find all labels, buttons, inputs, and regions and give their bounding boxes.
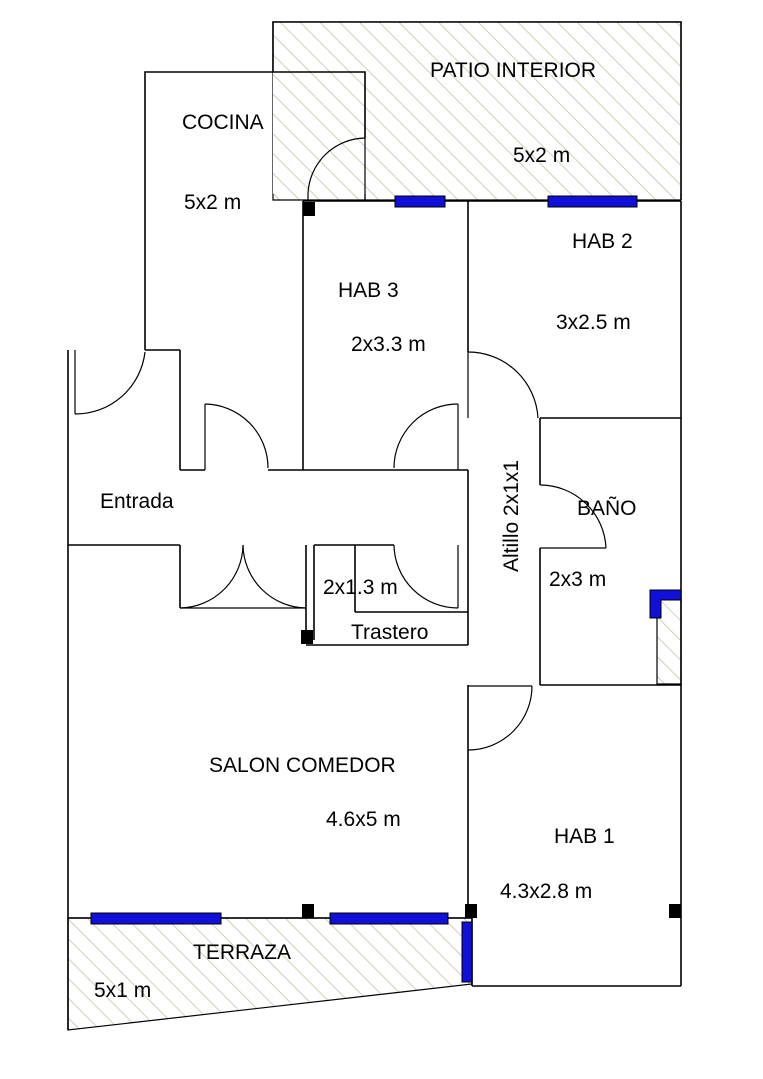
hab1-name-label: HAB 1 bbox=[554, 825, 615, 848]
salon-door-arc bbox=[179, 544, 244, 609]
terraza-size-label: 5x1 m bbox=[94, 979, 151, 1002]
trastero-name-label: Trastero bbox=[351, 621, 428, 644]
patio-interior-fill bbox=[273, 22, 681, 194]
corridor-door-arc-1 bbox=[204, 403, 269, 469]
bano-window bbox=[649, 589, 682, 619]
column bbox=[301, 630, 313, 644]
hab3-name-label: HAB 3 bbox=[338, 279, 399, 302]
hab1-size-label: 4.3x2.8 m bbox=[500, 880, 592, 903]
terraza-window-3 bbox=[461, 921, 473, 983]
terraza-window-2 bbox=[329, 912, 449, 925]
cocina-door-arc bbox=[307, 137, 366, 195]
altillo-label: Altillo 2x1x1 bbox=[500, 460, 523, 572]
entrada-door-arc bbox=[74, 351, 146, 415]
column bbox=[303, 202, 315, 216]
patio-name-label: PATIO INTERIOR bbox=[430, 59, 596, 82]
hab2-name-label: HAB 2 bbox=[572, 230, 633, 253]
cocina-size-label: 5x2 m bbox=[184, 191, 241, 214]
bano-door-arc bbox=[539, 484, 607, 549]
salon-size-label: 4.6x5 m bbox=[326, 808, 401, 831]
hab2-door-arc bbox=[467, 351, 539, 419]
patio-window-2 bbox=[547, 195, 638, 208]
patio-window-1 bbox=[394, 195, 446, 208]
terraza-name-label: TERRAZA bbox=[193, 941, 291, 964]
cocina-wall bbox=[144, 71, 366, 350]
salon-door-arc-2 bbox=[242, 544, 307, 609]
terraza-area bbox=[67, 917, 473, 1031]
trastero-size-label: 2x1.3 m bbox=[323, 576, 398, 599]
hab3-size-label: 2x3.3 m bbox=[351, 333, 426, 356]
patio-size-label: 5x2 m bbox=[513, 144, 570, 167]
bano-size-label: 2x3 m bbox=[549, 568, 606, 591]
salon-name-label: SALON COMEDOR bbox=[209, 754, 396, 777]
column bbox=[465, 904, 477, 918]
hab3-door-arc bbox=[393, 403, 459, 469]
cocina-name-label: COCINA bbox=[182, 111, 264, 134]
patio-wall bbox=[272, 21, 682, 200]
trastero-door-arc bbox=[393, 544, 459, 609]
bano-name-label: BAÑO bbox=[577, 496, 637, 520]
terraza-window-1 bbox=[90, 912, 222, 925]
column bbox=[669, 904, 681, 918]
hab2-size-label: 3x2.5 m bbox=[556, 311, 631, 334]
entrada-label: Entrada bbox=[100, 490, 174, 513]
hab1-door-arc bbox=[467, 685, 533, 751]
column bbox=[302, 904, 314, 918]
